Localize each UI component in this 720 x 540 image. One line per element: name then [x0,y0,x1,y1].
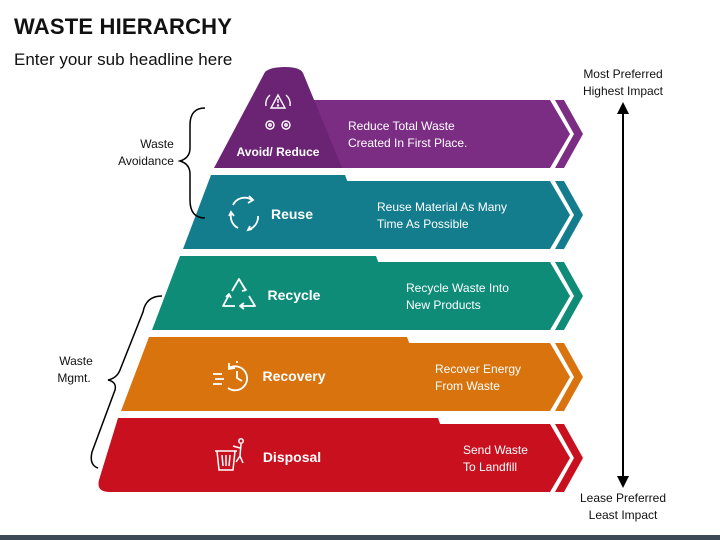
group-label-line2: Avoidance [118,154,174,168]
layer-description-line2: Created In First Place. [348,136,467,150]
pyramid-layer-shape [121,337,435,411]
banner-recycle: Recycle Waste Into New Products [360,262,583,330]
layer-label: Avoid/ Reduce [237,145,320,159]
pyramid-layer-shape [183,175,373,249]
pyramid-layer-avoid-reduce: Avoid/ Reduce [214,67,342,168]
layer-label: Disposal [263,449,321,465]
pyramid-layer-recovery: Recovery [121,337,435,411]
layer-label: Recycle [268,287,321,303]
layer-description-line1: Send Waste [463,443,528,457]
axis-bottom-label-line2: Least Impact [589,508,658,522]
recovery-icon [213,361,248,392]
layer-label: Recovery [262,368,325,384]
banner-chevron [555,100,583,168]
layer-description-line2: Time As Possible [377,217,469,231]
pyramid-layer-disposal: Disposal [98,418,465,492]
pyramid-layer-shape [98,418,465,492]
footer-bar [0,535,720,540]
avoid-reduce-icon [265,93,291,130]
banner-reuse: Reuse Material As Many Time As Possible [330,181,583,249]
banner-shape [300,100,570,168]
layer-description-line1: Reduce Total Waste [348,119,455,133]
layer-description-line1: Recycle Waste Into [406,281,509,295]
pyramid-layer-shape [214,67,342,168]
layer-description-line2: To Landfill [463,460,517,474]
banner-chevron [555,262,583,330]
layer-description-line1: Reuse Material As Many [377,200,507,214]
banner-chevron [555,424,583,492]
pyramid-layer-recycle: Recycle [152,256,404,330]
banner-recovery: Recover Energy From Waste [390,343,583,411]
axis-top-label-line2: Highest Impact [583,84,664,98]
layer-description-line1: Recover Energy [435,362,521,376]
group-label-line1: Waste [140,137,174,151]
disposal-icon [215,438,244,471]
axis-bottom-label-line1: Lease Preferred [580,491,666,505]
group-label-line1: Waste [59,354,93,368]
brace-waste-mgmt [90,295,163,469]
axis-top-label-line1: Most Preferred [583,67,662,81]
banner-shape [330,181,570,249]
banner-chevron [555,181,583,249]
banner-avoid-reduce: Reduce Total Waste Created In First Plac… [300,100,583,168]
reuse-icon [228,195,259,232]
page-title: WASTE HIERARCHY [14,14,233,39]
group-label-line2: Mgmt. [57,371,90,385]
layer-label: Reuse [271,206,313,222]
recycle-icon [222,278,256,310]
banner-shape [390,343,570,411]
pyramid-layer-shape [152,256,404,330]
pyramid-layer-reuse: Reuse [183,175,373,249]
page-subtitle: Enter your sub headline here [14,50,233,69]
banner-chevron [555,343,583,411]
layer-description-line2: From Waste [435,379,500,393]
banner-shape [360,262,570,330]
layer-description-line2: New Products [406,298,481,312]
brace-waste-avoidance [177,107,206,219]
